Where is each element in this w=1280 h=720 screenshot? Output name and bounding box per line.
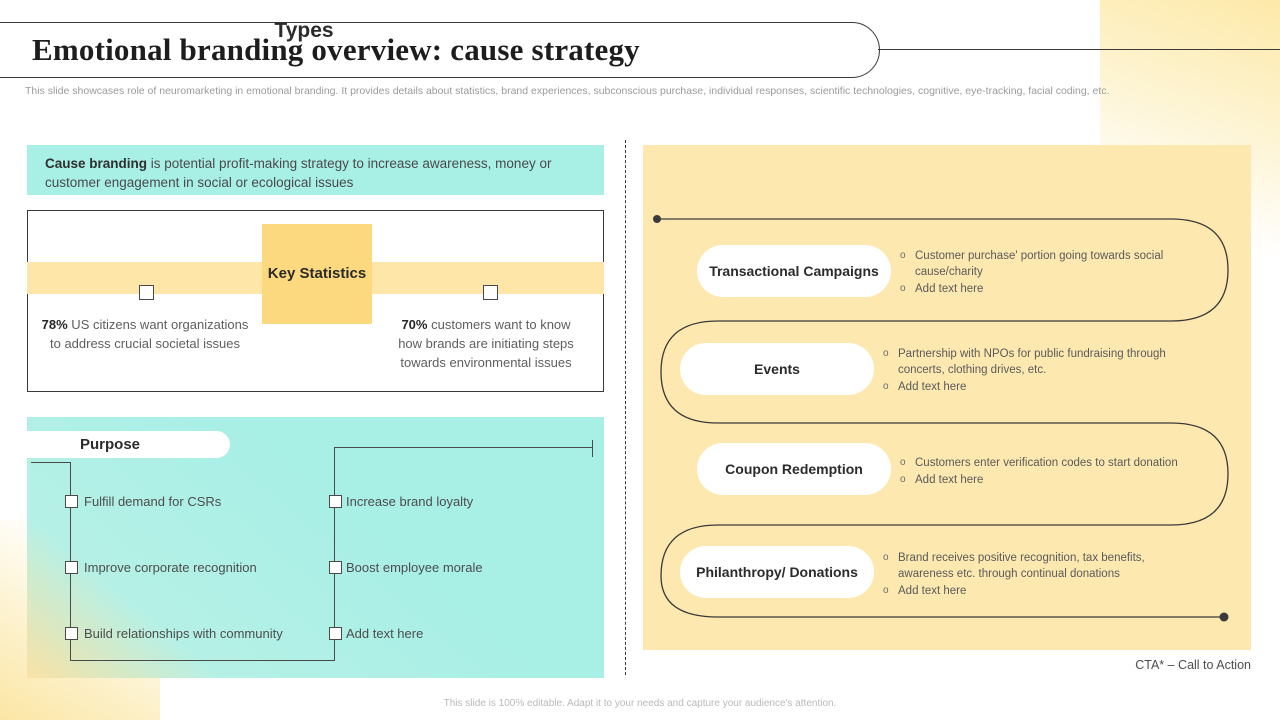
section-divider (625, 140, 626, 675)
type-pill-transactional-campaigns[interactable]: Transactional Campaigns (697, 245, 891, 297)
purpose-panel (27, 417, 604, 678)
statistic-item: 78% US citizens want organizations to ad… (40, 315, 250, 353)
purpose-bracket-left (31, 462, 71, 463)
type-bullet-item: Customers enter verification codes to st… (898, 455, 1238, 471)
purpose-marker-icon (329, 627, 342, 640)
title-container: Emotional branding overview: cause strat… (0, 22, 880, 78)
page-subtitle: This slide showcases role of neuromarket… (25, 85, 1110, 97)
purpose-item-label: Increase brand loyalty (346, 494, 474, 509)
type-bullet-item: Add text here (881, 379, 1181, 395)
purpose-marker-icon (65, 495, 78, 508)
cta-legend: CTA* – Call to Action (1135, 658, 1251, 672)
purpose-bracket-right-cap (592, 440, 593, 457)
title-rule (878, 49, 1280, 50)
stat-marker-icon (483, 285, 498, 300)
purpose-bracket-right (334, 447, 335, 661)
statistic-text: US citizens want organizations to addres… (49, 317, 249, 351)
purpose-marker-icon (65, 561, 78, 574)
purpose-item-label: Fulfill demand for CSRs (84, 494, 222, 509)
type-pill-philanthropy-donations[interactable]: Philanthropy/ Donations (680, 546, 874, 598)
statistic-value: 78% (41, 317, 68, 332)
footer-note: This slide is 100% editable. Adapt it to… (443, 698, 837, 709)
purpose-item-label: Improve corporate recognition (84, 560, 257, 575)
purpose-item-label: Build relationships with community (84, 626, 283, 641)
type-bullet-item: Add text here (898, 281, 1228, 297)
purpose-label: Purpose (0, 431, 230, 458)
purpose-marker-icon (329, 495, 342, 508)
type-bullets: Brand receives positive recognition, tax… (881, 550, 1201, 600)
type-bullet-item: Add text here (881, 583, 1201, 599)
stat-marker-icon (139, 285, 154, 300)
purpose-marker-icon (329, 561, 342, 574)
type-bullets: Partnership with NPOs for public fundrai… (881, 346, 1181, 396)
types-title: Types (274, 19, 334, 42)
type-bullet-item: Add text here (898, 472, 1238, 488)
purpose-item-label: Add text here (346, 626, 424, 641)
page-title: Emotional branding overview: cause strat… (32, 32, 640, 67)
statistic-item: 70% customers want to know how brands ar… (388, 315, 584, 372)
type-pill-coupon-redemption[interactable]: Coupon Redemption (697, 443, 891, 495)
statistic-value: 70% (401, 317, 428, 332)
cause-branding-description: is potential profit-making strategy to i… (45, 156, 552, 190)
cause-branding-definition: Cause branding is potential profit-makin… (27, 145, 604, 195)
key-statistics-chip: Key Statistics (262, 224, 372, 324)
type-bullets: Customer purchase' portion going towards… (898, 248, 1228, 298)
purpose-bracket-right (335, 447, 593, 448)
statistic-text: customers want to know how brands are in… (398, 317, 574, 370)
purpose-bracket-left (70, 660, 335, 661)
type-bullet-item: Partnership with NPOs for public fundrai… (881, 346, 1181, 378)
cause-branding-term: Cause branding (45, 156, 148, 171)
type-bullet-item: Customer purchase' portion going towards… (898, 248, 1228, 280)
type-pill-events[interactable]: Events (680, 343, 874, 395)
title-outline (0, 22, 880, 78)
type-bullets: Customers enter verification codes to st… (898, 455, 1238, 489)
type-bullet-item: Brand receives positive recognition, tax… (881, 550, 1201, 582)
purpose-marker-icon (65, 627, 78, 640)
purpose-item-label: Boost employee morale (346, 560, 483, 575)
